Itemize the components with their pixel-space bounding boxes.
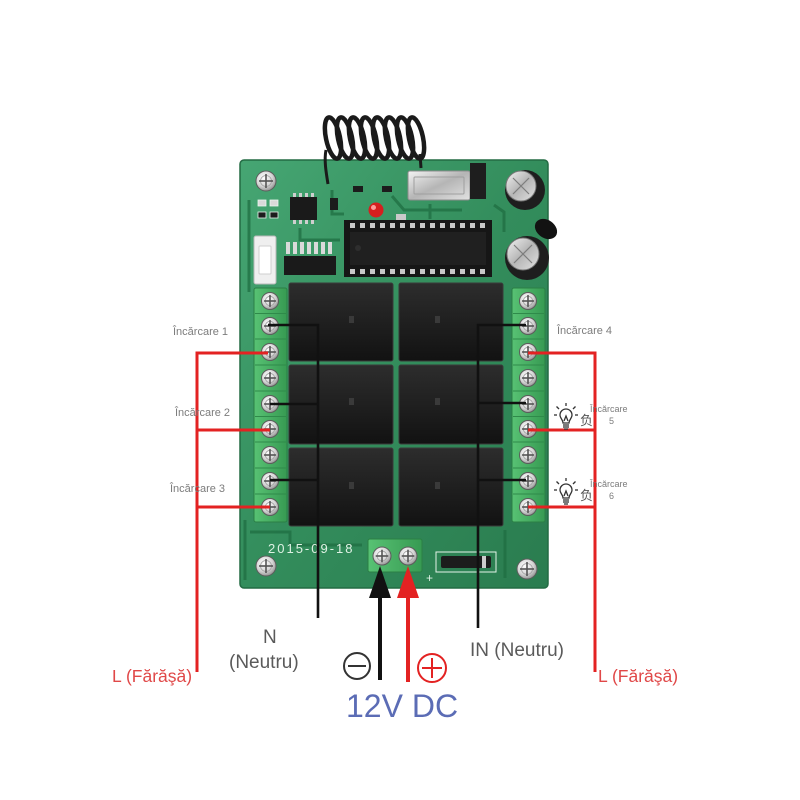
live-label-right: L (Fărăşă) — [598, 666, 678, 686]
live-label-left: L (Fărăşă) — [112, 666, 192, 686]
terminal-screw-left-7 — [261, 446, 279, 464]
mounting-screw-3 — [516, 558, 538, 580]
load-label-6-word: Încărcare — [589, 479, 628, 489]
decoder-ic — [344, 220, 492, 277]
encoder-chip — [290, 193, 317, 224]
arrow-up-icon — [397, 566, 419, 682]
board-plus-mark: + — [426, 571, 433, 585]
load-glyph-5: 负 — [580, 414, 593, 429]
mounting-screw-2 — [255, 555, 277, 577]
relay-5 — [398, 364, 504, 445]
status-led — [368, 202, 384, 218]
learn-button — [253, 235, 277, 285]
relay-6 — [398, 447, 504, 527]
board-date-print: 2015-09-18 — [268, 541, 355, 556]
load-label-5-word: Încărcare — [589, 404, 628, 414]
capacitor-top — [505, 170, 545, 210]
terminal-screw-left-1 — [261, 292, 279, 310]
receiver-crystal — [407, 163, 486, 201]
plus-circle-icon — [417, 653, 447, 683]
live-wiring-right — [528, 351, 597, 672]
arrow-up-icon — [369, 566, 391, 680]
neutral-wiring-right — [476, 323, 526, 628]
terminal-screw-right-4 — [519, 369, 537, 387]
terminal-screw-right-7 — [519, 446, 537, 464]
resistor-array — [284, 242, 336, 275]
neutral-wiring-left — [268, 323, 320, 618]
minus-circle-icon — [343, 652, 371, 680]
terminal-screw-right-1 — [519, 292, 537, 310]
power-screw-positive — [398, 546, 418, 566]
light-bulb-icon — [554, 478, 578, 505]
terminal-screw-right-5 — [519, 395, 537, 413]
load-label-3: Încărcare 3 — [169, 482, 225, 495]
capacitor-bottom — [505, 236, 549, 280]
terminal-screw-left-4 — [261, 369, 279, 387]
load-glyph-6: 负 — [580, 489, 593, 504]
relay-board: 2015-09-18 + — [239, 159, 558, 589]
antenna-coil — [322, 115, 427, 185]
smd-components — [257, 186, 406, 220]
relay-3 — [288, 447, 394, 527]
live-wiring-left — [195, 351, 270, 672]
load-label-4: Încărcare 4 — [556, 324, 612, 337]
power-supply-label: 12V DC — [346, 688, 458, 724]
neutral-label-left-line1: N — [263, 627, 277, 648]
neutral-label-left-line2: (Neutru) — [229, 652, 299, 673]
neutral-label-right: IN (Neutru) — [470, 640, 564, 661]
load-label-2: Încărcare 2 — [174, 406, 230, 419]
load-label-1: Încărcare 1 — [172, 325, 228, 338]
mounting-screws — [255, 170, 538, 580]
load-label-5-number: 5 — [609, 416, 614, 426]
power-screw-negative — [372, 546, 392, 566]
relay-1 — [288, 282, 394, 362]
mounting-screw-1 — [255, 170, 277, 192]
relay-4 — [398, 282, 504, 362]
light-bulb-icon — [554, 403, 578, 430]
transistor — [534, 218, 558, 240]
load-label-6-number: 6 — [609, 491, 614, 501]
